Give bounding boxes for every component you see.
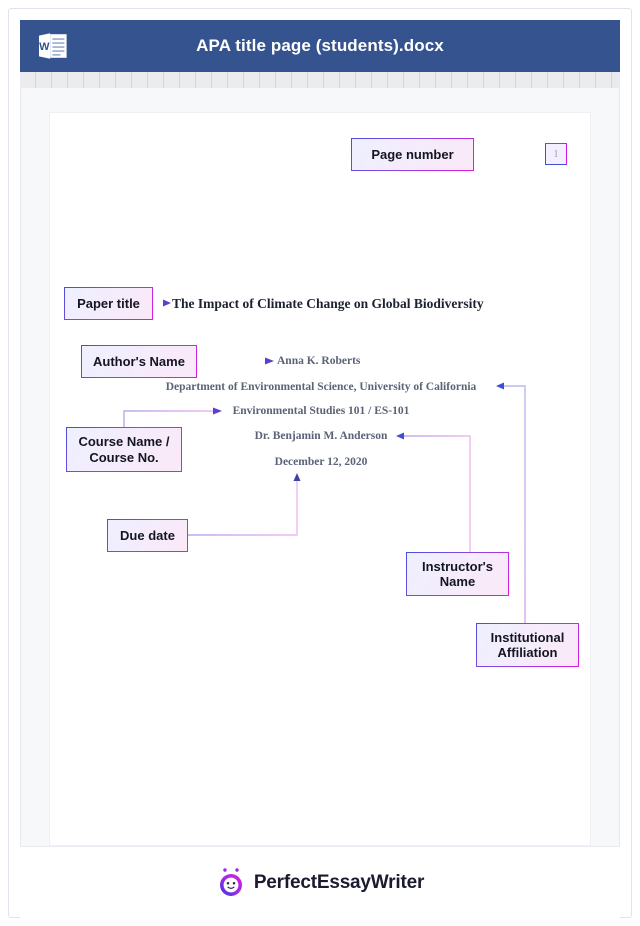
ruler-tick [532,72,548,88]
ruler-tick [180,72,196,88]
ruler-tick [420,72,436,88]
ruler-tick [484,72,500,88]
ruler-tick [276,72,292,88]
doc-author-name: Anna K. Roberts [277,355,361,367]
ruler-tick [148,72,164,88]
ruler-tick [292,72,308,88]
ruler-tick [132,72,148,88]
window-titlebar: W APA title page (students).docx [20,20,620,72]
callout-page-number-label: Page number [371,146,454,162]
ruler-tick [68,72,84,88]
callout-due-date-label: Due date [120,527,175,543]
ruler-tick [452,72,468,88]
callout-instructor-name-label-line1: Instructor's [422,558,493,574]
callout-institutional-affiliation-label-line1: Institutional [490,629,565,645]
ruler-tick [500,72,516,88]
ruler-tick [196,72,212,88]
ruler-tick [116,72,132,88]
ruler-tick [596,72,612,88]
callout-author-name-label: Author's Name [93,353,185,369]
doc-paper-title: The Impact of Climate Change on Global B… [172,296,484,311]
ruler-tick [356,72,372,88]
robot-head-icon [216,867,246,898]
callout-institutional-affiliation[interactable]: Institutional Affiliation [476,623,579,667]
svg-text:W: W [39,41,50,53]
window-title: APA title page (students).docx [196,36,444,55]
ruler-tick [20,72,36,88]
doc-course-name: Environmental Studies 101 / ES-101 [232,405,410,417]
ruler-tick [548,72,564,88]
footer-brand-bar: PerfectEssayWriter [20,846,620,918]
document-ruler[interactable] [20,72,620,88]
ruler-tick [36,72,52,88]
doc-due-date: December 12, 2020 [274,456,368,468]
ruler-tick [260,72,276,88]
footer-brand-name: PerfectEssayWriter [253,871,425,893]
ruler-tick [468,72,484,88]
callout-paper-title[interactable]: Paper title [64,287,153,320]
callout-author-name[interactable]: Author's Name [81,345,197,378]
callout-page-number[interactable]: Page number [351,138,474,171]
ruler-tick [388,72,404,88]
document-page [50,113,590,845]
ruler-tick [340,72,356,88]
ruler-tick [580,72,596,88]
ruler-tick [308,72,324,88]
ruler-tick [164,72,180,88]
doc-page-number-value: 1 [545,143,567,165]
ruler-tick [84,72,100,88]
callout-instructor-name[interactable]: Instructor's Name [406,552,509,596]
callout-paper-title-label: Paper title [77,295,140,311]
callout-course-name-label-line1: Course Name / [78,434,170,450]
ruler-tick [324,72,340,88]
ruler-tick [564,72,580,88]
doc-institutional-affiliation: Department of Environmental Science, Uni… [165,381,477,393]
doc-instructor-name: Dr. Benjamin M. Anderson [254,430,388,442]
callout-instructor-name-label-line2: Name [439,574,476,589]
ruler-tick [244,72,260,88]
callout-course-name[interactable]: Course Name / Course No. [66,427,182,472]
ruler-tick [436,72,452,88]
ruler-tick [372,72,388,88]
callout-course-name-label-line2: Course No. [89,449,159,465]
callout-institutional-affiliation-label-line2: Affiliation [497,645,558,660]
ruler-tick [52,72,68,88]
ruler-tick [516,72,532,88]
word-docx-icon: W [36,29,70,63]
callout-due-date[interactable]: Due date [107,519,188,552]
ruler-tick [404,72,420,88]
ruler-tick [212,72,228,88]
ruler-tick [100,72,116,88]
ruler-tick [228,72,244,88]
